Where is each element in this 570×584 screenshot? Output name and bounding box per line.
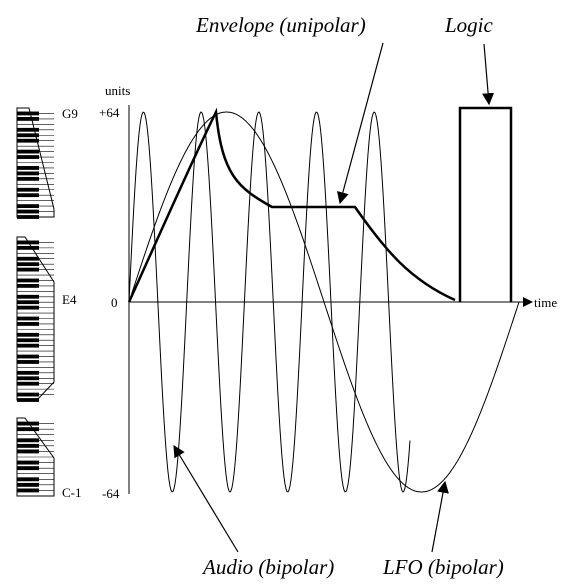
logic-caption: Logic	[444, 13, 494, 37]
lfo-wave	[128, 111, 520, 493]
audio-callout-arrow	[173, 444, 239, 553]
x-axis-label: time	[534, 295, 557, 310]
keyboard-bottom-icon	[16, 417, 55, 497]
logic-pulse	[458, 106, 513, 302]
envelope-callout-arrow	[337, 42, 384, 205]
logic-callout-arrow	[482, 43, 495, 106]
audio-wave	[128, 111, 411, 493]
y-axis-top-label: +64	[99, 105, 120, 120]
keyboard-middle-icon	[16, 236, 55, 402]
y-axis-unit-label: units	[105, 83, 130, 98]
envelope-caption: Envelope (unipolar)	[195, 13, 366, 37]
y-axis-bottom-label: -64	[102, 486, 120, 501]
envelope-curve	[127, 107, 456, 303]
lfo-caption: LFO (bipolar)	[382, 555, 504, 579]
keyboard-top-icon	[16, 107, 55, 219]
keyboard-label-bottom: C-1	[62, 485, 82, 500]
y-axis-zero-label: 0	[111, 295, 118, 310]
audio-caption: Audio (bipolar)	[201, 555, 334, 579]
lfo-callout-arrow	[431, 480, 449, 553]
keyboard-label-top: G9	[62, 106, 78, 121]
keyboard-label-middle: E4	[62, 292, 77, 307]
